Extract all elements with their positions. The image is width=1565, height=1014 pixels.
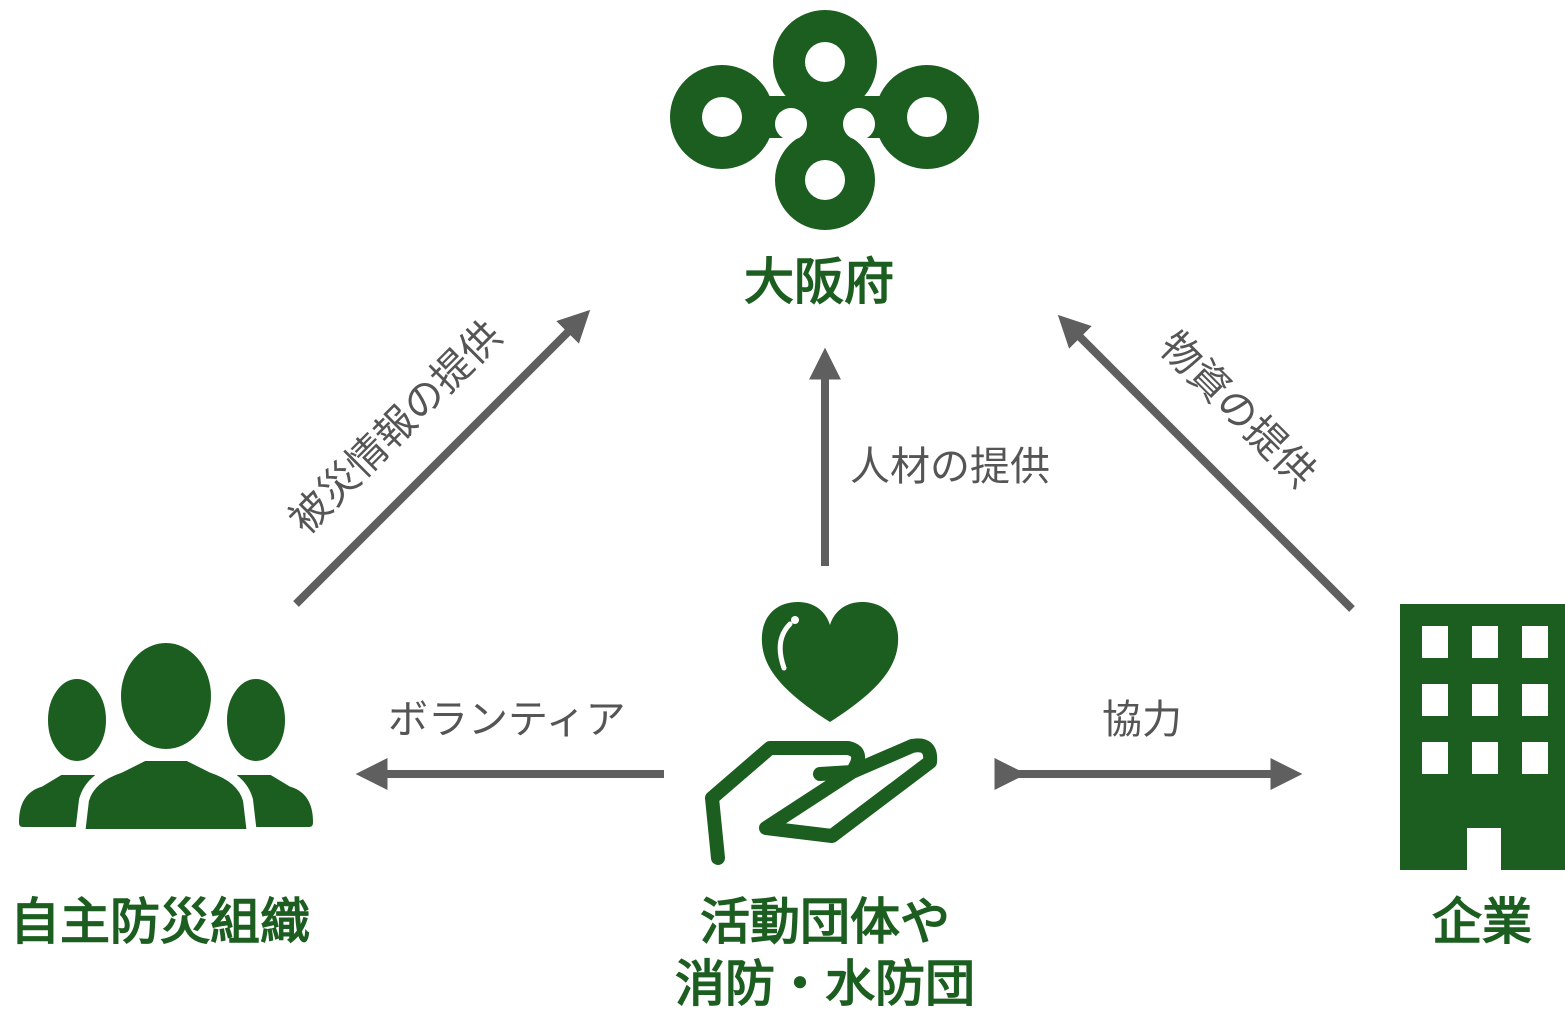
node-label-groups-line1: 活動団体や: [700, 893, 950, 951]
osaka-emblem-icon: [670, 10, 979, 230]
node-label-osaka: 大阪府: [744, 253, 894, 311]
building-icon: [1400, 604, 1565, 870]
arrow-community-to-osaka: [293, 309, 591, 607]
node-label-company: 企業: [1432, 893, 1532, 951]
node-label-community: 自主防災組織: [10, 893, 310, 951]
node-label-groups-line2: 消防・水防団: [675, 955, 975, 1013]
heart-in-hand-icon: [705, 602, 938, 865]
edge-label-groups-company: 協力: [1102, 697, 1182, 743]
edge-label-groups-to-osaka: 人材の提供: [850, 444, 1050, 490]
people-group-icon: [8, 633, 324, 839]
edge-label-groups-to-community: ボランティア: [388, 697, 626, 743]
arrow-company-to-osaka: [1057, 314, 1355, 612]
